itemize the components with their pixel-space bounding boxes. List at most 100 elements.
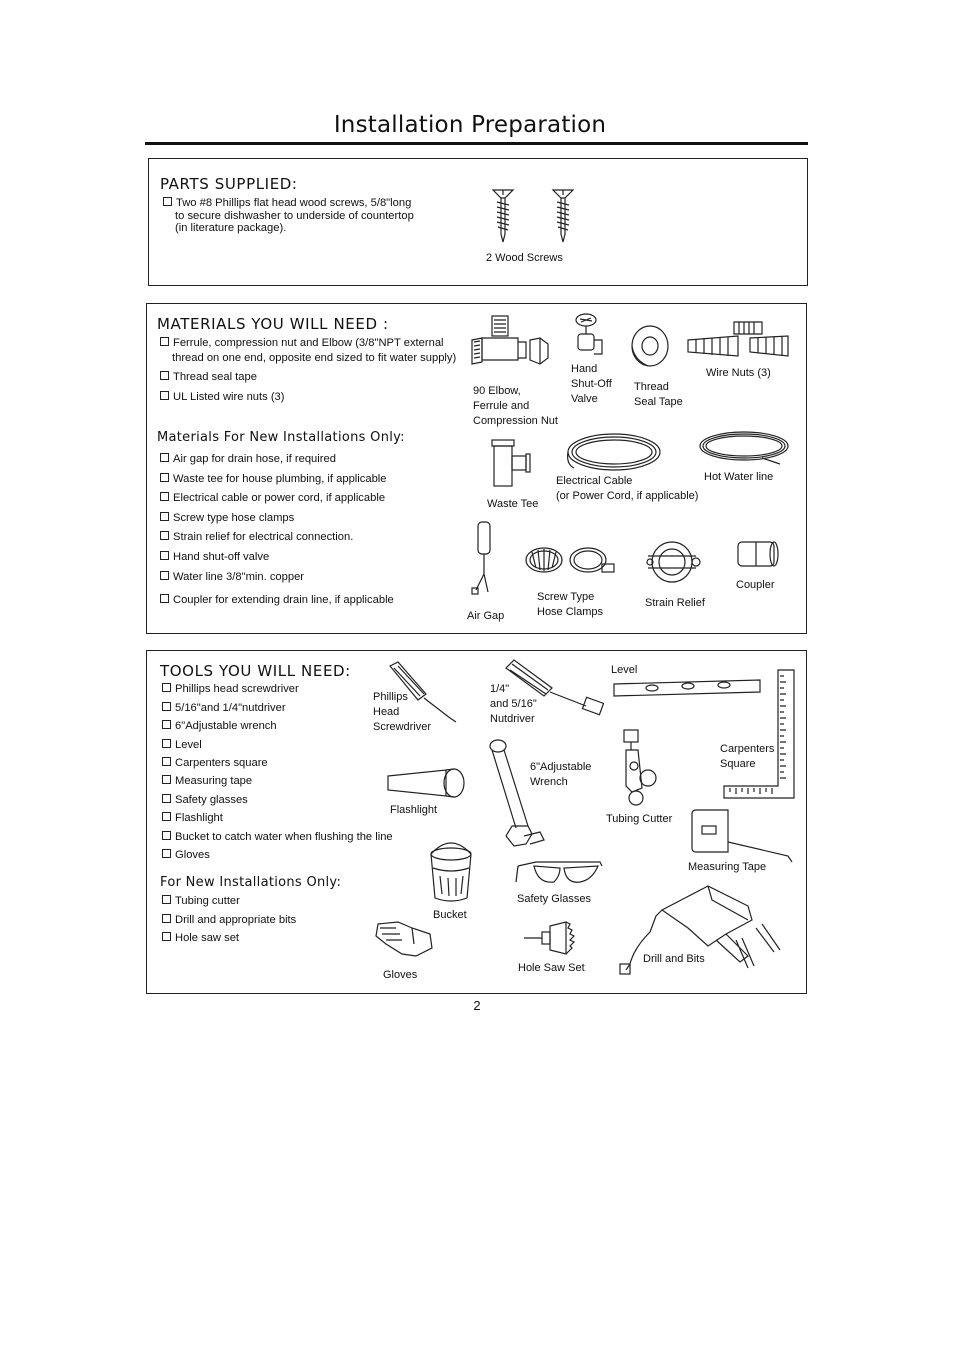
measuring-tape-icon (691, 809, 793, 863)
materials-new-heading: Materials For New Installations Only: (157, 430, 405, 445)
checkbox-icon (160, 337, 169, 346)
waste-tee-illustration (491, 439, 531, 487)
materials-new-item: Air gap for drain hose, if required (160, 452, 336, 466)
drill-caption: Drill and Bits (643, 953, 705, 965)
tape-measure-caption: Measuring Tape (688, 861, 767, 873)
glasses-caption: Safety Glasses (517, 893, 591, 905)
waste-tee-caption: Waste Tee (487, 498, 539, 510)
strain-caption: Strain Relief (645, 597, 705, 609)
checkbox-icon (160, 391, 169, 400)
tools-box (146, 650, 807, 994)
checkbox-icon (160, 473, 169, 482)
level-caption: Level (611, 664, 638, 676)
checkbox-icon (160, 453, 169, 462)
tools-item: Measuring tape (162, 774, 252, 788)
checkbox-icon (163, 197, 172, 206)
tools-item: Gloves (162, 848, 210, 862)
tubing-cutter-icon (623, 729, 657, 806)
flashlight-icon (387, 768, 465, 798)
tools-new-item: Drill and appropriate bits (162, 913, 296, 927)
parts-heading: PARTS SUPPLIED: (160, 175, 298, 193)
wood-screws-caption: 2 Wood Screws (486, 252, 563, 264)
checkbox-icon (162, 932, 171, 941)
checkbox-icon (160, 594, 169, 603)
nutdriver-icon (505, 659, 605, 716)
checkbox-icon (162, 739, 171, 748)
wrench-icon (489, 739, 545, 847)
checkbox-icon (162, 812, 171, 821)
materials-item: Ferrule, compression nut and Elbow (3/8"… (160, 336, 444, 350)
materials-new-item: Coupler for extending drain line, if app… (160, 593, 394, 607)
air-gap-illustration (471, 521, 491, 595)
bucket-icon (430, 842, 472, 902)
checkbox-icon (162, 794, 171, 803)
tools-item: Safety glasses (162, 793, 248, 807)
tools-heading: TOOLS YOU WILL NEED: (160, 662, 351, 680)
thread-tape-illustration (631, 325, 669, 367)
tools-new-heading: For New Installations Only: (160, 875, 342, 890)
materials-new-item: Hand shut-off valve (160, 550, 269, 564)
carpenters-square-icon (723, 669, 795, 799)
checkbox-icon (160, 531, 169, 540)
checkbox-icon (162, 775, 171, 784)
wire-nuts-caption: Wire Nuts (3) (706, 367, 771, 379)
parts-item-cont: to secure dishwasher to underside of cou… (175, 210, 414, 222)
checkbox-icon (160, 492, 169, 501)
checkbox-icon (162, 683, 171, 692)
bucket-caption: Bucket (433, 909, 467, 921)
page-title: Installation Preparation (333, 112, 607, 138)
materials-new-item: Electrical cable or power cord, if appli… (160, 491, 385, 505)
flashlight-caption: Flashlight (390, 804, 438, 816)
gloves-caption: Gloves (383, 969, 418, 981)
elbow-fitting-illustration (471, 315, 549, 365)
checkbox-icon (162, 831, 171, 840)
safety-glasses-icon (515, 861, 603, 883)
materials-new-item: Waste tee for house plumbing, if applica… (160, 472, 387, 486)
checkbox-icon (162, 720, 171, 729)
hot-water-caption: Hot Water line (704, 471, 774, 483)
drill-icon (619, 885, 781, 975)
tools-new-item: Hole saw set (162, 931, 239, 945)
tubing-caption: Tubing Cutter (606, 813, 673, 825)
parts-supplied-box (148, 158, 808, 286)
nutdriver-caption: 1/4"and 5/16"Nutdriver (490, 683, 537, 725)
tools-new-item: Tubing cutter (162, 894, 240, 908)
hose-clamps-illustration (525, 547, 615, 573)
level-icon (613, 679, 761, 697)
hot-water-line-illustration (699, 431, 789, 465)
checkbox-icon (162, 895, 171, 904)
materials-new-item: Screw type hose clamps (160, 511, 294, 525)
air-gap-caption: Air Gap (467, 610, 505, 622)
materials-new-item: Strain relief for electrical connection. (160, 530, 353, 544)
tools-item: 6"Adjustable wrench (162, 719, 277, 733)
materials-new-item: Water line 3/8"min. copper (160, 570, 304, 584)
cable-caption: Electrical Cable(or Power Cord, if appli… (556, 475, 699, 502)
title-rule (145, 142, 808, 145)
checkbox-icon (160, 512, 169, 521)
materials-heading: MATERIALS YOU WILL NEED : (157, 315, 389, 333)
tools-item: Level (162, 738, 202, 752)
checkbox-icon (162, 914, 171, 923)
gloves-icon (375, 921, 433, 957)
holesaw-caption: Hole Saw Set (518, 962, 585, 974)
tools-item: 5/16"and 1/4"nutdriver (162, 701, 286, 715)
electrical-cable-illustration (567, 433, 661, 471)
materials-item: Thread seal tape (160, 370, 257, 384)
checkbox-icon (160, 551, 169, 560)
parts-item: Two #8 Phillips flat head wood screws, 5… (163, 196, 411, 210)
parts-item-cont: (in literature package). (175, 222, 287, 234)
checkbox-icon (160, 371, 169, 380)
tools-item: Flashlight (162, 811, 223, 825)
checkbox-icon (162, 757, 171, 766)
checkbox-icon (162, 702, 171, 711)
page-number: 2 (473, 998, 481, 1013)
tools-item: Bucket to catch water when flushing the … (162, 830, 393, 844)
materials-item: UL Listed wire nuts (3) (160, 390, 285, 404)
coupler-caption: Coupler (736, 579, 775, 591)
hole-saw-icon (524, 921, 576, 955)
wire-nuts-illustration (687, 321, 789, 357)
